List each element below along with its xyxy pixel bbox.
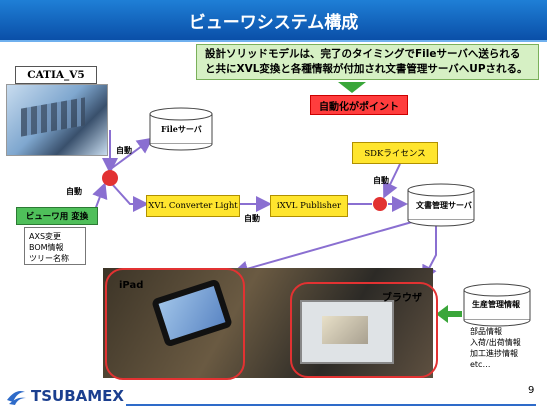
arrow-convert-to-junction (92, 182, 108, 211)
auto-label: 自動 (66, 187, 82, 196)
logo-mark-icon (7, 391, 26, 405)
list-item: AXS変更 (29, 232, 62, 241)
convert-items-list: AXS変更 BOM情報 ツリー名称 (24, 227, 86, 265)
junction-node (102, 170, 118, 186)
arrow-sdk (383, 163, 401, 199)
file-server-cylinder (149, 107, 213, 151)
production-cylinder (463, 283, 531, 327)
arrow-doc-to-ipad (232, 221, 413, 277)
logo-text: TSUBAMEX (31, 387, 124, 405)
catia-model-image (6, 84, 108, 156)
doc-server-label: 文書管理サーバ (416, 201, 472, 210)
photo-background (103, 268, 433, 378)
arrow-to-xvl (111, 183, 149, 212)
production-info-label: 生産管理情報 (472, 300, 520, 309)
production-items-list: 部品情報 入荷/出荷情報 加工進捗情報 etc… (470, 326, 521, 370)
doc-server-cylinder (407, 183, 475, 227)
tsubamex-logo: TSUBAMEX (5, 386, 124, 406)
ipad-frame (105, 268, 245, 380)
auto-label: 自動 (116, 146, 132, 155)
browser-label: ブラウザ (382, 293, 422, 304)
catia-label: CATIA_V5 (15, 66, 97, 84)
file-server-label: Fileサーバ (161, 124, 202, 134)
list-item: etc… (470, 360, 491, 369)
page-title: ビューワシステム構成 (0, 0, 547, 42)
list-item: 部品情報 (470, 327, 502, 336)
footer-rule (126, 404, 536, 406)
arrow-to-file-server (111, 137, 154, 169)
list-item: BOM情報 (29, 243, 64, 252)
viewer-convert-label: ビューワ用 変換 (16, 207, 98, 225)
list-item: 入荷/出荷情報 (470, 338, 521, 347)
down-arrow-icon (338, 82, 366, 93)
xvl-converter-box: XVL Converter Light (146, 195, 240, 217)
green-arrow-icon (436, 305, 462, 323)
description-note: 設計ソリッドモデルは、完了のタイミングでFileサーバへ送られると共にXVL変換… (196, 44, 539, 80)
page-number: 9 (528, 385, 535, 396)
list-item: 加工進捗情報 (470, 349, 518, 358)
browser-screen-image (300, 300, 394, 364)
ixvl-publisher-box: iXVL Publisher (270, 195, 348, 217)
list-item: ツリー名称 (29, 254, 69, 263)
automation-point-box: 自動化がポイント (310, 95, 408, 115)
junction-node (373, 197, 387, 211)
browser-frame (290, 282, 438, 378)
auto-label: 自動 (244, 214, 260, 223)
ipad-label: iPad (119, 280, 144, 291)
auto-label: 自動 (373, 176, 389, 185)
sdk-license-box: SDKライセンス (352, 142, 438, 164)
